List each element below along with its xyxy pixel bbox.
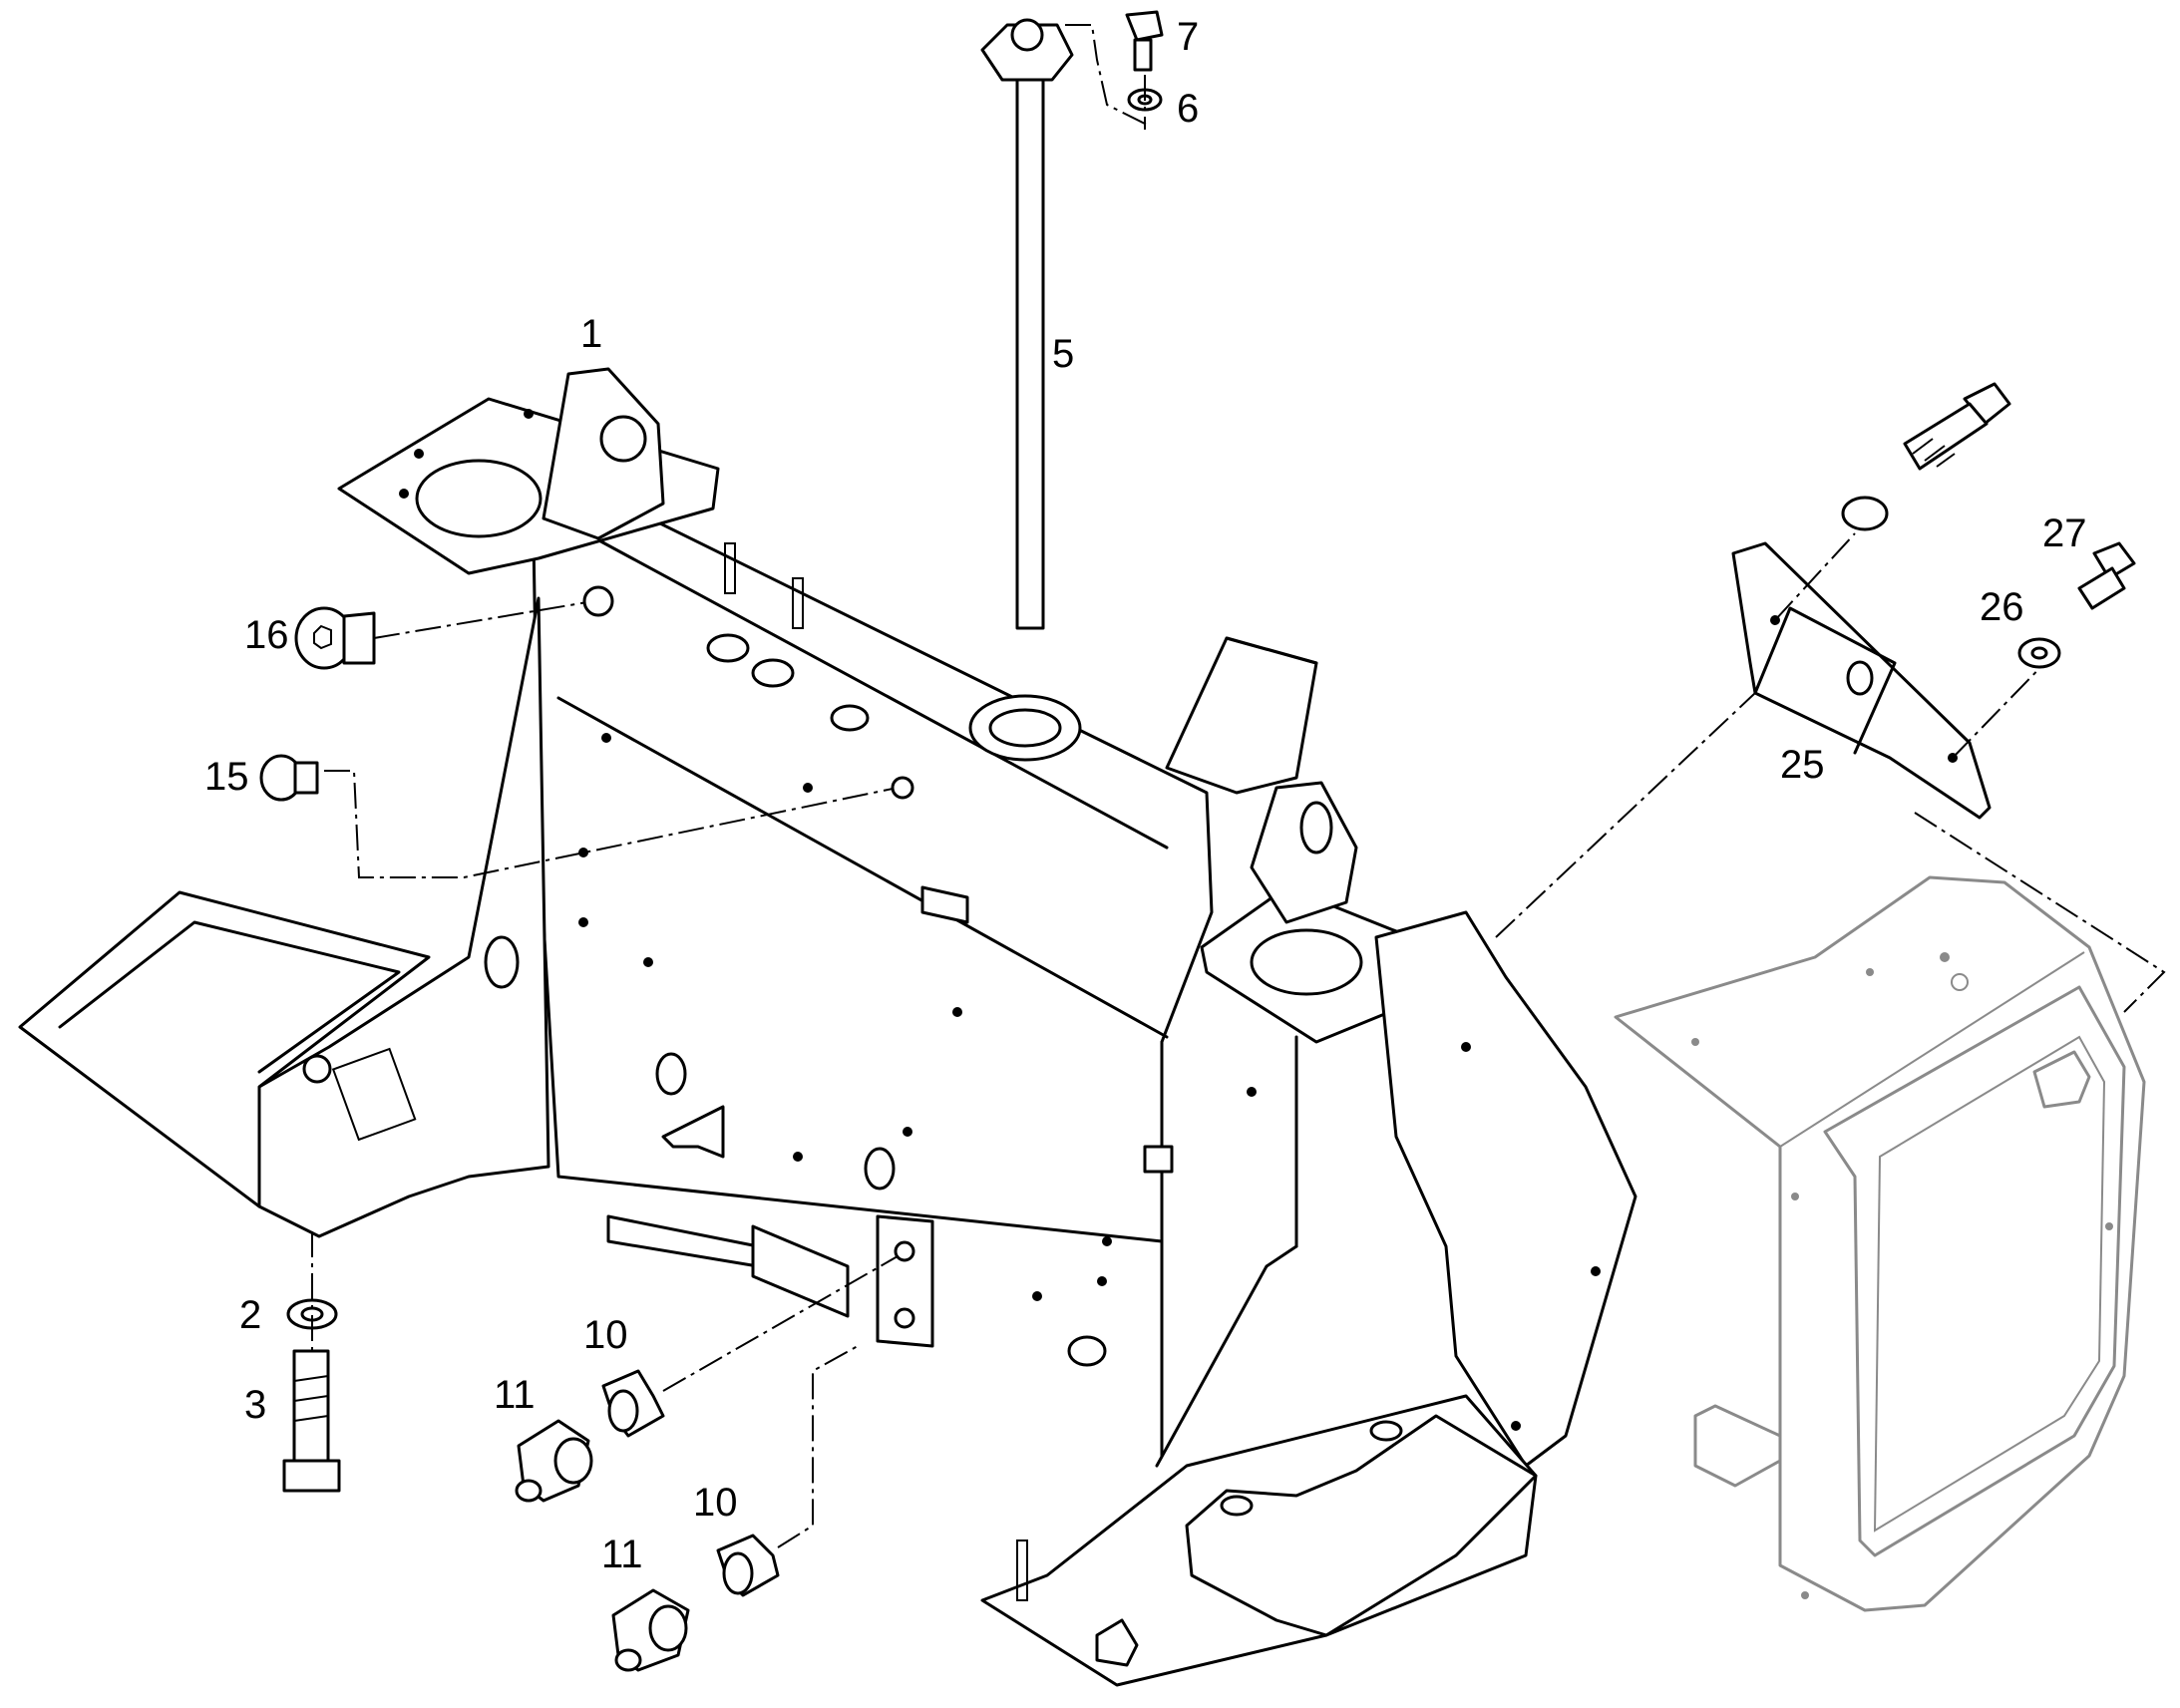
part-11-elbow-lower <box>611 1588 690 1672</box>
callout-5: 5 <box>1052 332 1074 376</box>
part-6-washer <box>1127 75 1163 130</box>
part-10-fitting-upper <box>601 1255 899 1438</box>
callout-25: 25 <box>1780 743 1825 787</box>
right-leg-bracket <box>980 910 1637 1687</box>
part-26-washer <box>2017 637 2061 669</box>
part-3-bolt <box>282 1349 341 1493</box>
callout-6: 6 <box>1177 87 1199 131</box>
callout-10-upper: 10 <box>583 1313 628 1357</box>
upper-bolt-and-washer <box>1841 382 2011 531</box>
part-25-bracket <box>1495 532 2166 1013</box>
part-5-sender-tube <box>980 18 1148 630</box>
callout-15: 15 <box>204 755 249 799</box>
callout-1: 1 <box>580 312 602 356</box>
callout-labels: 1 2 3 5 6 7 10 10 11 11 15 16 25 26 27 <box>204 15 2087 1576</box>
callout-10-lower: 10 <box>693 1481 738 1525</box>
part-16-plug <box>294 585 614 670</box>
callout-11-lower: 11 <box>601 1533 643 1576</box>
part-10-fitting-lower <box>716 1345 859 1597</box>
part-11-elbow-upper <box>515 1419 593 1503</box>
part-2-washer <box>286 1231 338 1366</box>
main-frame <box>18 367 1438 1458</box>
part-27-bolt <box>2077 541 2136 610</box>
callout-7: 7 <box>1177 15 1199 59</box>
callout-3: 3 <box>244 1383 266 1427</box>
callout-16: 16 <box>244 613 289 657</box>
part-7-bolt <box>1125 10 1164 72</box>
side-cover-panel <box>1614 875 2146 1612</box>
callout-11-upper: 11 <box>494 1373 536 1417</box>
part-15-plug <box>259 754 914 878</box>
callout-26: 26 <box>1980 585 2024 629</box>
callout-2: 2 <box>239 1293 261 1337</box>
callout-27: 27 <box>2042 512 2087 555</box>
